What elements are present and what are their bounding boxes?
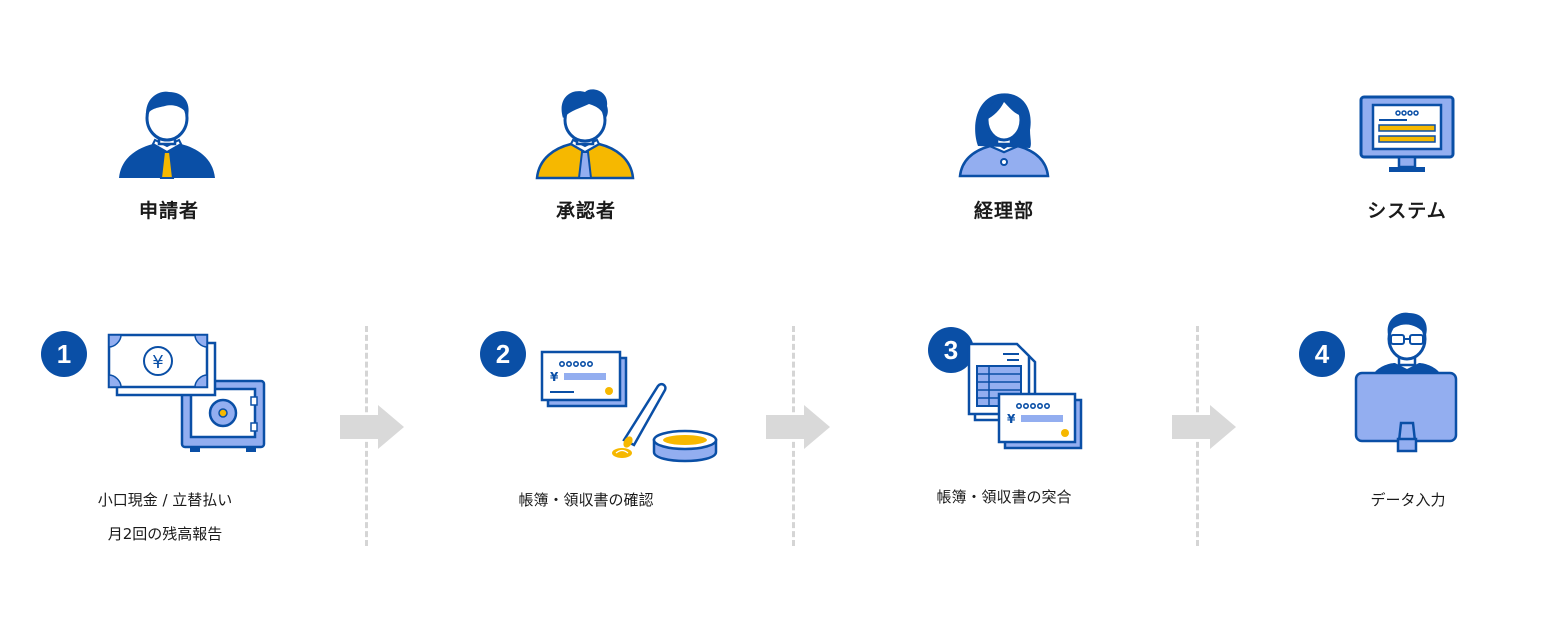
step-1-text-line1: 小口現金 / 立替払い — [97, 491, 233, 509]
flow-arrow-right-icon — [340, 405, 404, 449]
svg-text:¥: ¥ — [1007, 412, 1016, 426]
role-label-approver: 承認者 — [555, 200, 616, 222]
svg-text:¥: ¥ — [550, 370, 559, 384]
step-badge-1: 1 — [41, 331, 87, 377]
ledger-and-receipt-icon: ¥ — [967, 342, 1083, 450]
role-label-accounting: 経理部 — [973, 200, 1034, 222]
receipt-and-stamp-icon: ¥ — [540, 350, 718, 463]
accounting-person-icon — [958, 93, 1050, 178]
step-4-text-line1: データ入力 — [1370, 491, 1446, 509]
role-label-system: システム — [1367, 200, 1447, 222]
step-1-text-line2: 月2回の残高報告 — [107, 525, 223, 543]
flow-arrow-right-icon — [766, 405, 830, 449]
cash-and-safe-icon: ¥ — [107, 333, 266, 452]
applicant-person-icon — [119, 91, 215, 179]
system-monitor-icon — [1359, 95, 1455, 172]
approver-person-icon — [535, 89, 635, 180]
step-3-text-line1: 帳簿・領収書の突合 — [936, 488, 1072, 506]
step-badge-2: 2 — [480, 331, 526, 377]
step-badge-4: 4 — [1299, 331, 1345, 377]
flow-arrow-right-icon — [1172, 405, 1236, 449]
step-2-text-line1: 帳簿・領収書の確認 — [518, 491, 654, 509]
svg-text:¥: ¥ — [152, 352, 163, 373]
role-label-applicant: 申請者 — [138, 200, 199, 222]
person-at-computer-icon — [1354, 312, 1458, 453]
step-badge-3: 3 — [928, 327, 974, 373]
